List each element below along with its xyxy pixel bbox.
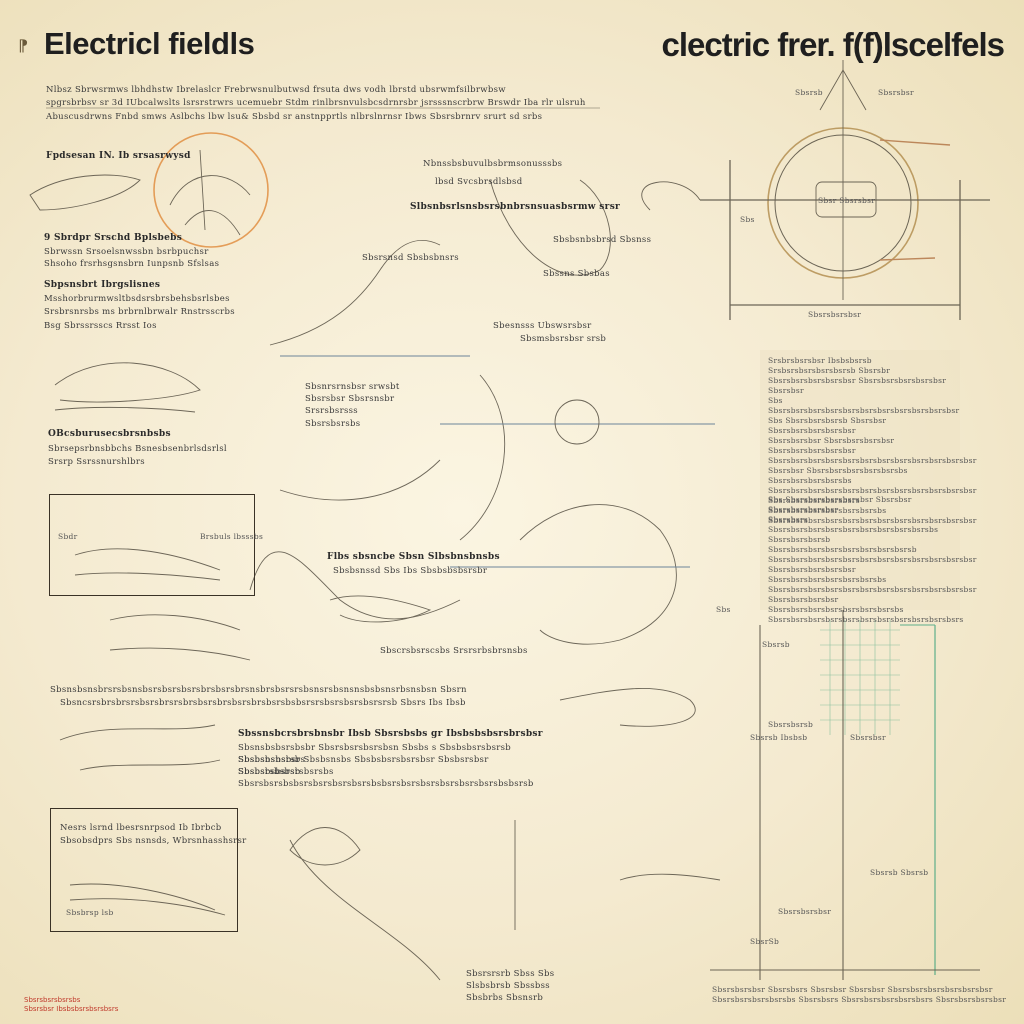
center-label-p: Sbsbrbs Sbsnsrb [466, 993, 544, 1003]
left-label-4b: Sbrsepsrbnsbbchs Bsnesbsenbrlsdsrlsl [48, 444, 227, 454]
center-label-h: Sbsmsbsrsbsr srsb [520, 334, 607, 344]
center-curve-2 [279, 459, 441, 501]
lower-sketch-line [619, 873, 721, 881]
center-curve-5 [519, 504, 677, 645]
left-sketch-lines-4 [59, 724, 221, 771]
right-text-panel [760, 350, 960, 610]
top-right-label-a: Sbsrsb [795, 88, 823, 97]
center-label-e: Sbsrsnsd Sbsbsbnsrs [362, 253, 459, 263]
center-label-g: Sbesnsss Ubswsrsbsr [493, 321, 592, 331]
left-box-2 [50, 808, 238, 932]
center-para-2-3: Sbsbsbsbsrsb Sbsrsbsrsbsbsrsbsrsbsrsbsrs… [238, 767, 534, 789]
center-heading-2: Sbssnsbcrsbrsbnsbr Ibsb Sbsrsbsbs gr Ibs… [238, 729, 543, 739]
rotor-pointer [819, 69, 867, 111]
right-lower-label-f: Sbsrsb Sbsrsb [870, 868, 929, 877]
center-para-2-1: Sbsnsbsbsrsbsbr Sbsrsbsrsbsrsbsn Sbsbs s… [238, 743, 512, 765]
corner-mark: ⁋ [18, 38, 29, 55]
intro-line-1: Nlbsz Sbrwsrmws lbhdhstw Ibrelaslcr Freb… [46, 85, 506, 95]
center-curve-6 [559, 688, 696, 727]
center-curve-3 [459, 374, 506, 541]
left-label-3b: Msshorbrurmwsltbsdsrsbrsbehsbsrlsbes [44, 294, 230, 304]
center-curve-7 [289, 839, 441, 981]
rotor-pin-1 [879, 139, 951, 146]
center-long-2: Sbsncsrsbrsbrsrsbsrsbrsrsbrsbsrsbrsbsrsb… [60, 698, 466, 708]
left-sketch-shape-2 [54, 362, 201, 403]
intro-line-3: Abuscusdrwns Fnbd smws Aslbchs lbw lsu& … [46, 112, 543, 122]
center-curve-1 [269, 239, 441, 346]
left-label-3d: Bsg Sbrssrsscs Rrsst Ios [44, 321, 157, 331]
right-lower-bottom: Sbsrsbsrsbsr Sbsrsbsrs Sbsrsbsr Sbsrsbsr… [712, 985, 1007, 1004]
center-label-k: Srsrsbsrsss [305, 406, 358, 416]
right-lower-label-b: Sbs [716, 605, 731, 614]
intro-line-2: spgrsbrbsv sr 3d IUbcalwslts lsrsrstrwrs… [46, 98, 586, 108]
left-sketch-line-2 [54, 406, 196, 413]
center-label-m: Sbscrsbsrscsbs Srsrsrbsbrsnsbs [380, 646, 528, 656]
center-label-b: lbsd Svcsbrsdlsbsd [435, 177, 523, 187]
rotor-pin-2 [879, 257, 936, 261]
left-box-1-label-a: Sbdr [58, 532, 78, 541]
center-curve-4 [249, 551, 461, 620]
left-label-3a: Sbpsnsbrt Ibrgslisnes [44, 280, 161, 290]
top-right-label-e: Sbsrsbsrsbsr [808, 310, 862, 319]
circle-sketch-axis [199, 149, 206, 231]
center-para-2-2: Sbsbsbsnsbsr Sbsbsnsbs Sbsbsbsrsbsrsbsr … [238, 755, 489, 777]
left-label-1: Fpdsesan IN. Ib srsasrwysd [46, 151, 191, 161]
left-label-4a: OBcsburusecsbrsnbsbs [48, 429, 171, 439]
center-label-c: Slbsnbsrlsnsbsrsbnbrsnsuasbsrmw srsr [410, 202, 621, 212]
left-box-2-label: Sbsbrsp lsb [66, 908, 114, 917]
center-mid-sub: Sbsbsnssd Sbs Ibs Sbsbsbsbsrsbr [333, 566, 488, 576]
left-box-2-line-1: Nesrs lsrnd lbesrsnrpsod Ib Ibrbcb [60, 823, 222, 833]
center-label-i: Sbsnrsrnsbsr srwsbt [305, 382, 400, 392]
left-label-2c: Shsoho frsrhsgsnsbrn Iunpsnb Sfslsas [44, 259, 220, 269]
top-right-label-d: Sbsr Sbsrsbsr [818, 196, 876, 205]
center-label-o: Slsbsbrsb Sbssbss [466, 981, 550, 991]
left-box-2-line-2: Sbsobsdprs Sbs nsnsds, Wbrsnhasshsrsr [60, 836, 247, 846]
center-label-a: Nbnssbsbuvulbsbrmsonusssbs [423, 159, 563, 169]
center-hook [641, 181, 701, 211]
left-label-3c: Srsbrsnrsbs ms brbrnlbrwalr Rnstrsscrbs [44, 307, 235, 317]
box-sketch-lines [74, 548, 221, 581]
grid-chart [820, 620, 900, 735]
right-lower-label-c: Sbsrsbsrsb [768, 720, 814, 729]
right-panel-paragraph-2: Sbs Sbsrsbsrsbsrsbsrsbsr Sbsrsbsr Sbsrsb… [768, 495, 977, 624]
field-circle-orange [153, 132, 269, 248]
top-right-label-b: Sbsrsbsr [878, 88, 914, 97]
left-sketch-lines-3 [109, 614, 251, 661]
center-label-n: Sbsrsrsrb Sbss Sbs [466, 969, 555, 979]
right-lower-label-d: Sbsrsb Ibsbsb [750, 733, 808, 742]
center-label-d: Sbsbsnbsbrsd Sbsnss [553, 235, 652, 245]
left-box-1-label-b: Brsbuls lbsssbs [200, 532, 264, 541]
right-lower-label-e: Sbsrsbsr [850, 733, 886, 742]
right-lower-label-a: Sbsrsb [762, 640, 790, 649]
left-label-4c: Srsrp Ssrssnurshlbrs [48, 457, 145, 467]
page-title-right: clectric frer. f(f)lscelfels [661, 26, 1005, 63]
right-panel-paragraph-1: Srsbrsbsrsbsr Ibsbsbsrsb Srsbsrsbsrsbsrs… [768, 356, 977, 525]
center-long-1: Sbsnsbsnsbrsrsbsnsbsrsbsrsbsrsbrsbsrsbrs… [50, 685, 467, 695]
field-point-circle [554, 399, 600, 445]
center-label-f: Sbssns Sbsbas [543, 269, 610, 279]
circle-sketch-lines [169, 175, 251, 236]
lower-sketch-1 [289, 827, 361, 866]
center-label-j: Sbsrsbsr Sbsrsnsbr [305, 394, 395, 404]
left-sketch-shape-1 [29, 174, 141, 211]
footnote: Sbsrsbsrsbsrsbs Sbsrsbsr Ibsbsbsrsbsrsbs… [24, 996, 119, 1013]
right-lower-label-h: SbsrSb [750, 937, 780, 946]
page-title-left: Electricl fieldls [44, 26, 255, 61]
center-loop [489, 179, 611, 276]
center-label-l: Sbsrsbsrsbs [305, 419, 361, 429]
left-label-2a: 9 Sbrdpr Srschd Bplsbebs [44, 233, 183, 243]
left-label-2b: Sbrwssn Srsoelsnwssbn bsrbpuchsr [44, 247, 209, 257]
box2-sketch-lines [69, 883, 226, 916]
mid-sketch-shape [329, 595, 432, 623]
top-right-label-c: Sbs [740, 215, 755, 224]
center-mid-heading: Flbs sbsncbe Sbsn Slbsbnsbnsbs [327, 552, 500, 562]
left-box-1 [49, 494, 255, 596]
right-lower-label-g: Sbsrsbsrsbsr [778, 907, 832, 916]
